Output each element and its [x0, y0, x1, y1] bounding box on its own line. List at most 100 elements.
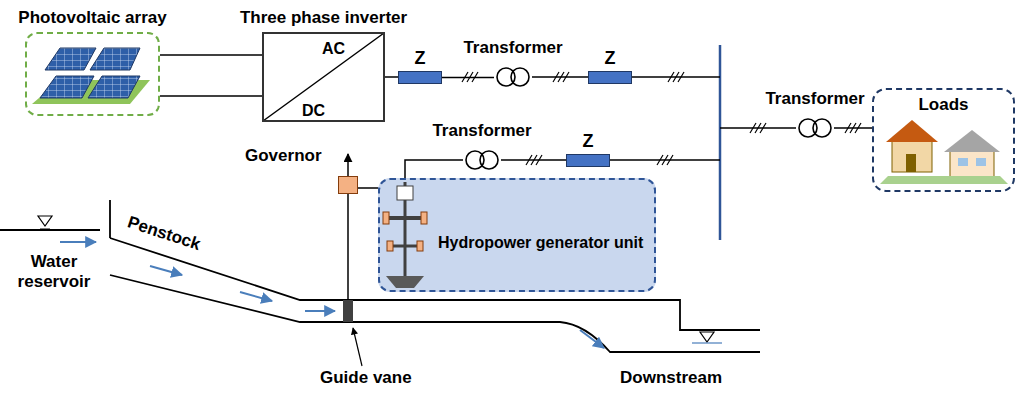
runner: [386, 276, 424, 288]
phase-slash: [662, 155, 668, 165]
transformer-coils: [463, 149, 501, 171]
flow-arrow: [150, 266, 182, 275]
panel: [88, 76, 140, 98]
phase-slash: [673, 72, 679, 82]
phase-slash: [755, 123, 761, 133]
pv-array-box: Photovoltaic array: [25, 32, 160, 116]
wire-connector: [442, 77, 494, 79]
node-text: DC: [302, 102, 325, 120]
node-label: Three phase inverter: [240, 9, 407, 28]
wire-connector: [405, 160, 463, 178]
houses: [880, 120, 1008, 184]
bearing-arm: [392, 245, 418, 248]
house-door: [906, 154, 916, 172]
stator-block: [421, 212, 427, 224]
impedance-box: Z: [398, 71, 442, 84]
phase-slash: [678, 72, 684, 82]
house-window: [976, 158, 986, 166]
water-level-mark: [38, 216, 52, 226]
node-label: Z: [605, 49, 616, 69]
governor-linkage: [347, 194, 349, 300]
impedance-box: Z: [588, 71, 632, 84]
wire-connector: [501, 159, 566, 161]
governor-output-arrow: [347, 154, 349, 176]
wire-connector: [358, 187, 378, 189]
panel: [40, 76, 94, 98]
wire-connector: [385, 76, 398, 78]
water-level-mark: [700, 332, 714, 342]
node-label: Transformer: [432, 122, 531, 141]
penstock-lower-wall: [110, 275, 760, 352]
node-label: Transformer: [463, 39, 562, 58]
node-label: Z: [583, 132, 594, 152]
wire-connector: [532, 76, 588, 78]
transformer-winding: [813, 119, 831, 137]
node-label: Transformer: [765, 90, 864, 109]
bearing-block: [417, 241, 423, 251]
house-wall: [892, 140, 932, 172]
busbar: [719, 45, 722, 240]
transformer-winding: [466, 151, 484, 169]
transformer-coils: [494, 66, 532, 88]
guide-vane: [343, 300, 353, 322]
water-level-mark: [40, 229, 50, 230]
panel: [45, 48, 96, 70]
transformer-symbol: Transformer: [494, 66, 532, 88]
penstock-label: Penstock: [125, 212, 203, 254]
transformer-winding: [799, 119, 817, 137]
transformer-winding: [497, 68, 515, 86]
house-window: [958, 158, 968, 166]
wire-connector: [834, 127, 872, 129]
node-label: Governor: [245, 147, 322, 166]
reservoir-label: Water reservoir: [4, 252, 104, 291]
generator-illustration: [383, 182, 427, 288]
phase-slash: [657, 155, 663, 165]
flow-arrow: [580, 330, 604, 348]
rotor-arm: [388, 216, 422, 220]
downstream-label: Downstream: [620, 368, 722, 388]
impedance-box: Z: [566, 154, 610, 167]
node-label: Photovoltaic array: [18, 9, 166, 28]
hydro-unit-fill: [378, 178, 656, 292]
inverter-diagonal: [263, 33, 384, 121]
dc-wire: [160, 95, 262, 97]
water-surface: [0, 229, 100, 231]
exciter: [397, 186, 413, 200]
solar-panels: [32, 48, 150, 104]
phase-slash: [750, 123, 756, 133]
wire-connector: [160, 54, 262, 56]
penstock-upper-wall: [110, 238, 760, 330]
node-label: Z: [415, 49, 426, 69]
lawn: [880, 176, 1008, 184]
flow-arrow: [240, 292, 272, 301]
stator-block: [383, 212, 389, 224]
inverter-box: Three phase inverterACDC: [262, 32, 385, 122]
node-label: Loads: [918, 96, 968, 115]
phase-slash: [760, 123, 766, 133]
panel: [90, 48, 140, 70]
house-wall: [950, 150, 994, 180]
bearing-block: [387, 241, 393, 251]
node-text: AC: [322, 40, 345, 58]
phase-slash: [668, 72, 674, 82]
flow-arrow: [60, 241, 96, 243]
guide-vane-label: Guide vane: [320, 368, 412, 388]
house-roof: [886, 120, 938, 142]
transformer-winding: [480, 151, 498, 169]
leader-line: [353, 328, 362, 366]
loads-box: Loads: [872, 88, 1015, 192]
flow-arrows: [60, 242, 604, 348]
house-roof: [944, 130, 1000, 152]
governor-box: Governor: [338, 176, 358, 194]
transformer-symbol: Transformer: [796, 117, 834, 139]
transformer-symbol: Transformer: [463, 149, 501, 171]
reservoir-wall: [109, 200, 111, 238]
phase-slash: [667, 155, 673, 165]
flow-arrow: [305, 310, 335, 312]
downstream-water: [692, 342, 722, 343]
transformer-winding: [511, 68, 529, 86]
